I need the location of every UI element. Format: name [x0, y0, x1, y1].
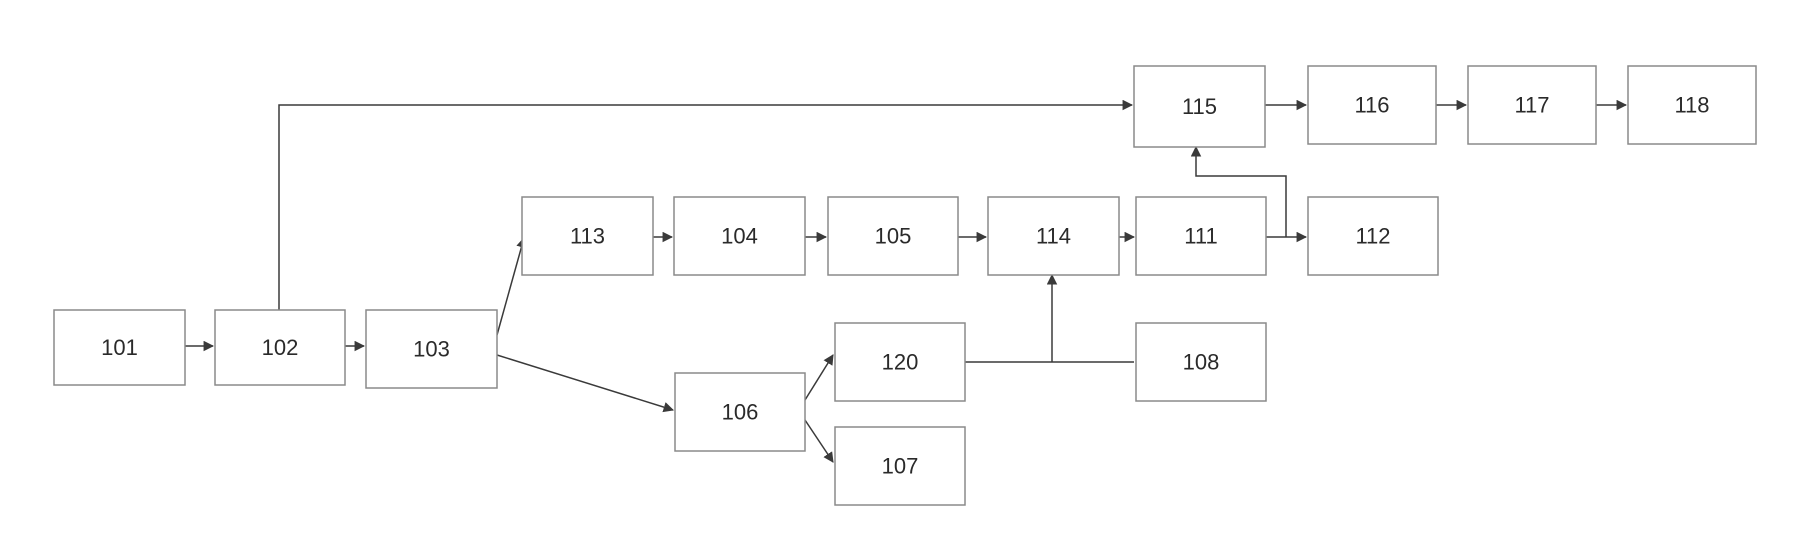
arrow-103-113 [497, 238, 524, 335]
box-label: 120 [882, 350, 919, 375]
box-113: 113 [522, 197, 653, 275]
box-label: 101 [101, 335, 138, 360]
connectors [185, 105, 1626, 462]
box-120: 120 [835, 323, 965, 401]
box-101: 101 [54, 310, 185, 385]
box-117: 117 [1468, 66, 1596, 144]
box-label: 116 [1354, 93, 1389, 118]
box-label: 102 [262, 335, 299, 360]
box-118: 118 [1628, 66, 1756, 144]
box-label: 118 [1674, 93, 1709, 118]
arrow-106-107 [805, 420, 833, 462]
box-label: 115 [1182, 94, 1217, 119]
arrow-103-106 [497, 355, 673, 410]
box-107: 107 [835, 427, 965, 505]
box-105: 105 [828, 197, 958, 275]
box-label: 108 [1183, 350, 1220, 375]
box-116: 116 [1308, 66, 1436, 144]
box-108: 108 [1136, 323, 1266, 401]
box-label: 105 [875, 224, 912, 249]
box-label: 117 [1514, 93, 1549, 118]
box-104: 104 [674, 197, 805, 275]
box-label: 114 [1036, 224, 1071, 249]
box-103: 103 [366, 310, 497, 388]
box-label: 103 [413, 337, 450, 362]
box-label: 104 [721, 224, 758, 249]
box-label: 113 [570, 224, 605, 249]
box-114: 114 [988, 197, 1119, 275]
box-label: 112 [1355, 224, 1390, 249]
box-label: 106 [722, 400, 759, 425]
box-115: 115 [1134, 66, 1265, 147]
box-label: 111 [1184, 224, 1217, 249]
arrow-106-120 [805, 355, 833, 400]
box-label: 107 [882, 454, 919, 479]
box-111: 111 [1136, 197, 1266, 275]
box-102: 102 [215, 310, 345, 385]
box-112: 112 [1308, 197, 1438, 275]
box-106: 106 [675, 373, 805, 451]
